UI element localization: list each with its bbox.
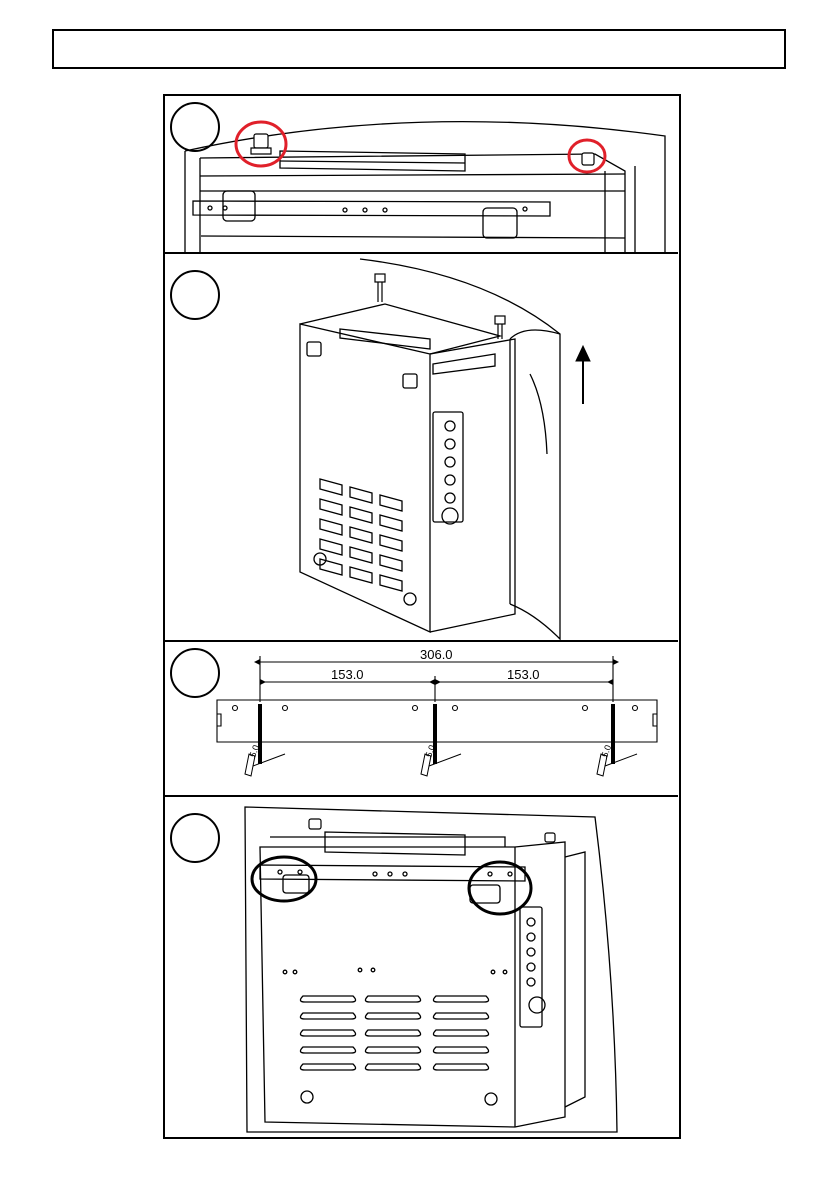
page-header-box	[52, 29, 786, 69]
step-4-badge	[170, 813, 220, 863]
step-3-illustration: 306.0 153.0 153.0 5.0 5.0 5.0	[165, 642, 678, 795]
dimension-left: 153.0	[331, 667, 364, 682]
step-1-illustration	[165, 96, 678, 252]
step-2-illustration	[165, 254, 678, 640]
step-4-panel	[165, 797, 678, 1137]
step-2-badge	[170, 270, 220, 320]
dimension-right: 153.0	[507, 667, 540, 682]
instruction-frame: 306.0 153.0 153.0 5.0 5.0 5.0	[163, 94, 681, 1139]
step-1-badge	[170, 102, 220, 152]
step-2-panel	[165, 254, 678, 642]
dimension-total: 306.0	[420, 647, 453, 662]
step-3-panel: 306.0 153.0 153.0 5.0 5.0 5.0	[165, 642, 678, 797]
step-4-illustration	[165, 797, 678, 1137]
step-3-badge	[170, 648, 220, 698]
step-1-panel	[165, 96, 678, 254]
